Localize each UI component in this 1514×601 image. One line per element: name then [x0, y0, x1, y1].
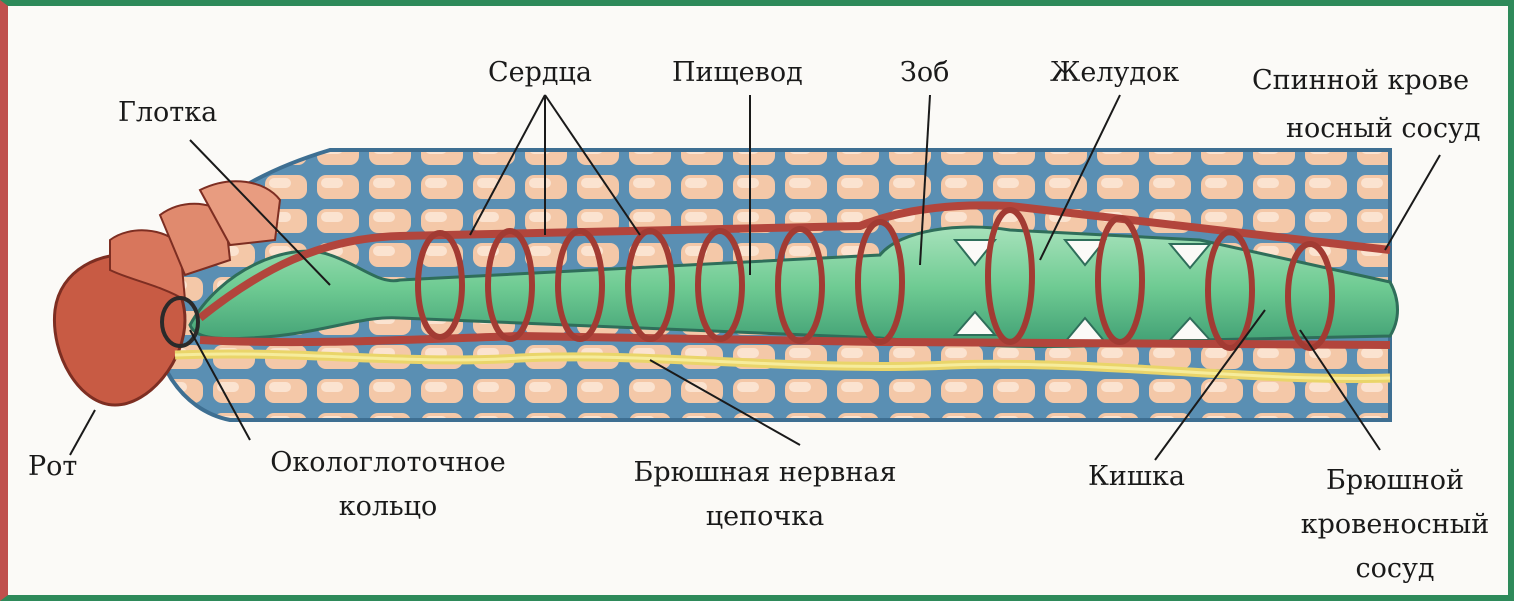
label-esophagus: Пищевод: [672, 58, 803, 88]
label-dorsal-vessel-line2: носный сосуд: [1286, 114, 1480, 144]
label-ventral-vessel-line1: Брюшной: [1280, 466, 1510, 496]
label-ventral-vessel-line2: кровеносный: [1280, 510, 1510, 540]
label-mouth: Рот: [28, 452, 77, 482]
label-ventral-vessel-line3: сосуд: [1280, 554, 1510, 584]
label-intestine: Кишка: [1088, 462, 1185, 492]
label-crop: Зоб: [900, 58, 949, 88]
label-pharynx: Глотка: [118, 98, 217, 128]
label-hearts: Сердца: [488, 58, 592, 88]
label-dorsal-vessel-line1: Спинной крове: [1252, 66, 1469, 96]
label-gizzard: Желудок: [1050, 58, 1179, 88]
label-nerve-cord-line2: цепочка: [600, 502, 930, 532]
label-nerve-ring-line2: кольцо: [238, 492, 538, 522]
label-nerve-ring-line1: Окологлоточное: [238, 448, 538, 478]
label-nerve-cord-line1: Брюшная нервная: [600, 458, 930, 488]
